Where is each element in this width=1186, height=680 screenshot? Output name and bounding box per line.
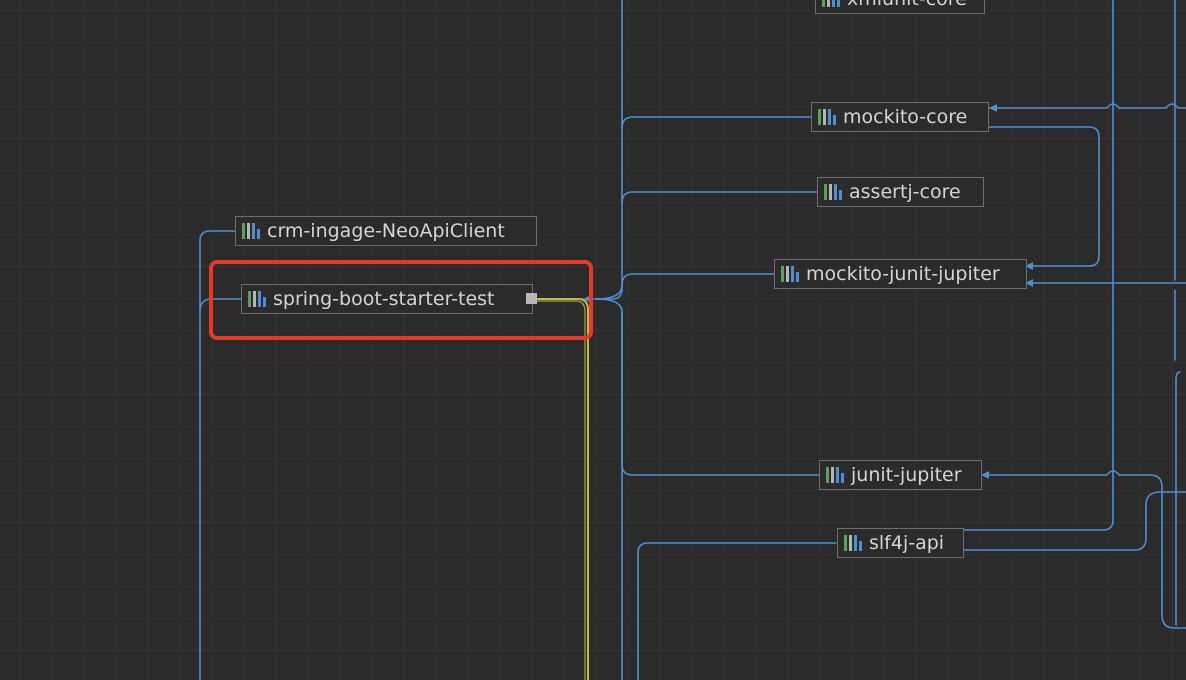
selected-edge-inner xyxy=(536,300,586,680)
library-icon xyxy=(242,223,260,239)
edge-to-slf4j xyxy=(637,542,837,680)
edge-lines xyxy=(199,0,1186,680)
node-junit-jupiter[interactable]: junit-jupiter xyxy=(819,460,982,490)
edge-to-mjj xyxy=(595,273,776,300)
selected-edge xyxy=(536,298,589,680)
library-icon xyxy=(248,291,266,307)
edge-to-assertj xyxy=(621,191,819,204)
edge-slf4j-right xyxy=(963,491,1186,551)
node-slf4j-api[interactable]: slf4j-api xyxy=(837,528,964,558)
library-icon xyxy=(826,467,844,483)
arrowhead xyxy=(981,471,989,479)
arrowhead xyxy=(989,104,997,112)
edge-to-mockito-core xyxy=(621,116,813,129)
edge-to-junit xyxy=(595,298,821,476)
edge-to-crm xyxy=(199,230,237,680)
node-spring-boot-starter-test[interactable]: spring-boot-starter-test xyxy=(241,284,533,314)
node-label: junit-jupiter xyxy=(851,464,962,486)
node-mockito-junit-jupiter[interactable]: mockito-junit-jupiter xyxy=(774,259,1027,289)
arrowhead xyxy=(1025,279,1033,287)
edge-trunk xyxy=(539,0,623,300)
edge-far-right-2 xyxy=(1175,371,1181,626)
edge-mockito-mjj xyxy=(988,126,1100,267)
node-xmlunit-core[interactable]: xmlunit-core xyxy=(815,0,985,14)
node-crm-ingage-neoapiclient[interactable]: crm-ingage-NeoApiClient xyxy=(235,216,537,246)
library-icon xyxy=(824,184,842,200)
edge-right-mockito xyxy=(988,103,1186,109)
collapse-port-icon[interactable] xyxy=(526,293,537,304)
node-label: xmlunit-core xyxy=(847,0,967,10)
node-label: spring-boot-starter-test xyxy=(273,288,495,310)
library-icon xyxy=(822,0,840,7)
node-label: assertj-core xyxy=(849,181,961,203)
node-label: slf4j-api xyxy=(869,532,945,554)
node-assertj-core[interactable]: assertj-core xyxy=(817,177,984,207)
edge-arrows xyxy=(981,104,1033,479)
node-label: mockito-core xyxy=(843,106,968,128)
node-mockito-core[interactable]: mockito-core xyxy=(811,102,989,132)
library-icon xyxy=(818,109,836,125)
edge-vertical-right xyxy=(963,0,1114,531)
library-icon xyxy=(781,266,799,282)
library-icon xyxy=(844,535,862,551)
selection-highlight xyxy=(209,260,593,340)
arrowhead xyxy=(1025,262,1033,270)
node-label: mockito-junit-jupiter xyxy=(806,263,1000,285)
node-label: crm-ingage-NeoApiClient xyxy=(267,220,505,242)
